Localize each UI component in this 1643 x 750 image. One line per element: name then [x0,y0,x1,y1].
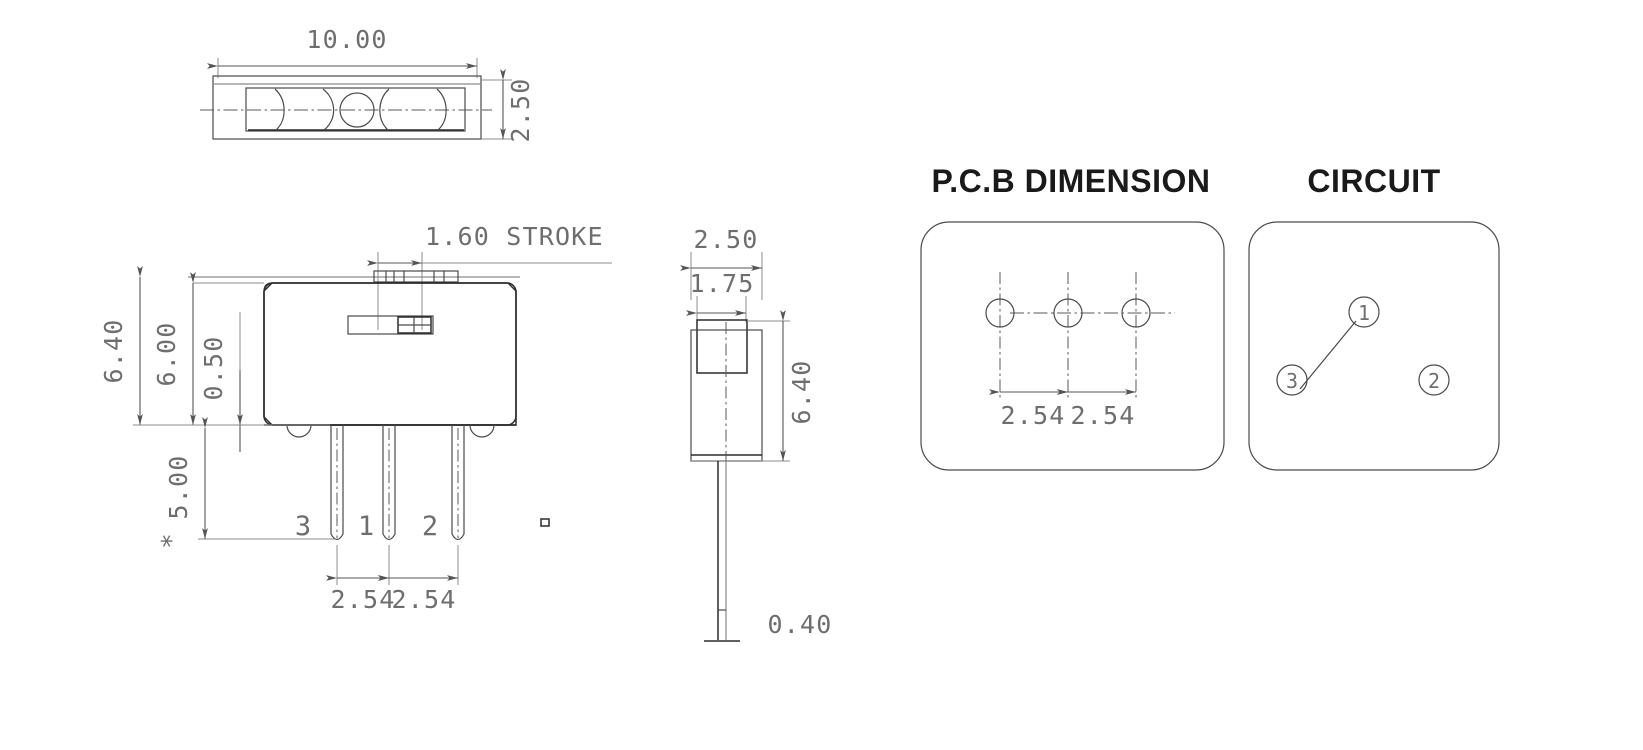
front-view-pin-3 [330,425,344,541]
front-view-body-outline [263,282,517,426]
pcb-hole-2 [1053,298,1083,328]
front-view-pin-2 [451,425,465,541]
front-view-pin-pitch-dimensions: 2.54 2.54 [326,545,459,614]
top-view-break-line-3 [379,88,390,131]
front-view-pin-label-1: 1 [358,511,374,542]
front-view-actuator-cap [373,270,459,283]
side-view-width-label: 2.50 [693,225,758,254]
circuit-view: CIRCUIT 1 3 2 [1248,163,1500,471]
top-view-width-dimension: 2.50 [481,69,535,143]
front-view-overall-height-dimension: 6.40 [99,266,143,425]
front-view-note-asterisk: * [157,533,187,549]
top-view: 10.00 2.50 [200,25,535,143]
front-view-body-height-label: 6.00 [152,321,181,386]
top-view-length-label: 10.00 [306,25,387,54]
front-view: 1.60 STROKE [99,222,612,614]
circuit-terminal-3-label: 3 [1286,369,1298,393]
side-view-height-label: 6.40 [787,359,816,424]
front-view-pins [330,425,465,541]
pcb-hole-3 [1121,298,1151,328]
side-view-pin [704,461,740,642]
front-view-body-rect [263,282,517,426]
front-view-body-height-dimension: 6.00 [152,272,264,425]
pcb-dimension-view: P.C.B DIMENSION 2.54 2.54 [920,163,1225,471]
front-view-pin-length-dimension: 5.00 * [157,417,208,549]
top-view-break-line-1 [274,88,285,131]
front-view-pin-pitch-right-label: 2.54 [391,585,456,614]
front-view-base-strip [264,424,516,438]
circuit-terminal-3-circle [1276,364,1308,396]
pcb-pitch-right-label: 2.54 [1070,401,1135,430]
side-view-actuator-width-label: 1.75 [689,269,754,298]
pcb-dimension-title: P.C.B DIMENSION [932,163,1211,199]
top-view-length-dimension: 10.00 [207,25,478,78]
front-view-stroke-label: 1.60 STROKE [425,222,604,251]
side-view-pin-thickness-label: 0.40 [767,610,832,639]
side-view-actuator-width-dimension: 1.75 [686,269,754,322]
circuit-terminal-2-circle [1418,364,1450,396]
pcb-outline [920,221,1225,471]
top-view-outer-outline [212,75,482,140]
front-view-notch-right [469,424,495,438]
side-view-height-dimension: 6.40 [747,310,816,462]
pcb-pitch-left-label: 2.54 [1000,401,1065,430]
front-view-pin-label-2: 2 [422,511,438,542]
front-view-overall-height-label: 6.40 [99,318,128,383]
circuit-outline [1248,221,1500,471]
side-view-width-dimension: 2.50 [680,225,763,300]
top-view-center-hole [339,92,375,128]
circuit-connection-3-to-1 [1299,320,1357,390]
reference-square-marker [540,518,550,527]
side-view-actuator-block [696,319,748,374]
circuit-terminal-1-label: 1 [1358,301,1370,325]
front-view-notch-left [286,424,312,438]
front-view-pin-pitch-left-label: 2.54 [330,585,395,614]
front-view-step-height-label: 0.50 [199,335,228,400]
pcb-hole-1 [985,298,1015,328]
side-view: 2.50 1.75 [680,225,832,642]
circuit-terminal-2-label: 2 [1428,369,1440,393]
front-view-step-height-dimension: 0.50 [199,312,243,452]
pcb-pitch-dimensions: 2.54 2.54 [989,389,1136,430]
top-view-break-line-4 [436,88,447,131]
circuit-terminal-1-circle [1348,296,1380,328]
front-view-pin-length-label: 5.00 [164,454,193,519]
circuit-title: CIRCUIT [1307,163,1440,199]
front-view-stroke-dimension: 1.60 STROKE [367,222,612,330]
front-view-pin-label-3: 3 [295,511,311,542]
top-view-width-label: 2.50 [506,77,535,142]
top-view-break-line-2 [322,88,335,131]
front-view-pin-1 [382,425,396,541]
front-view-slider-detail [347,315,434,335]
